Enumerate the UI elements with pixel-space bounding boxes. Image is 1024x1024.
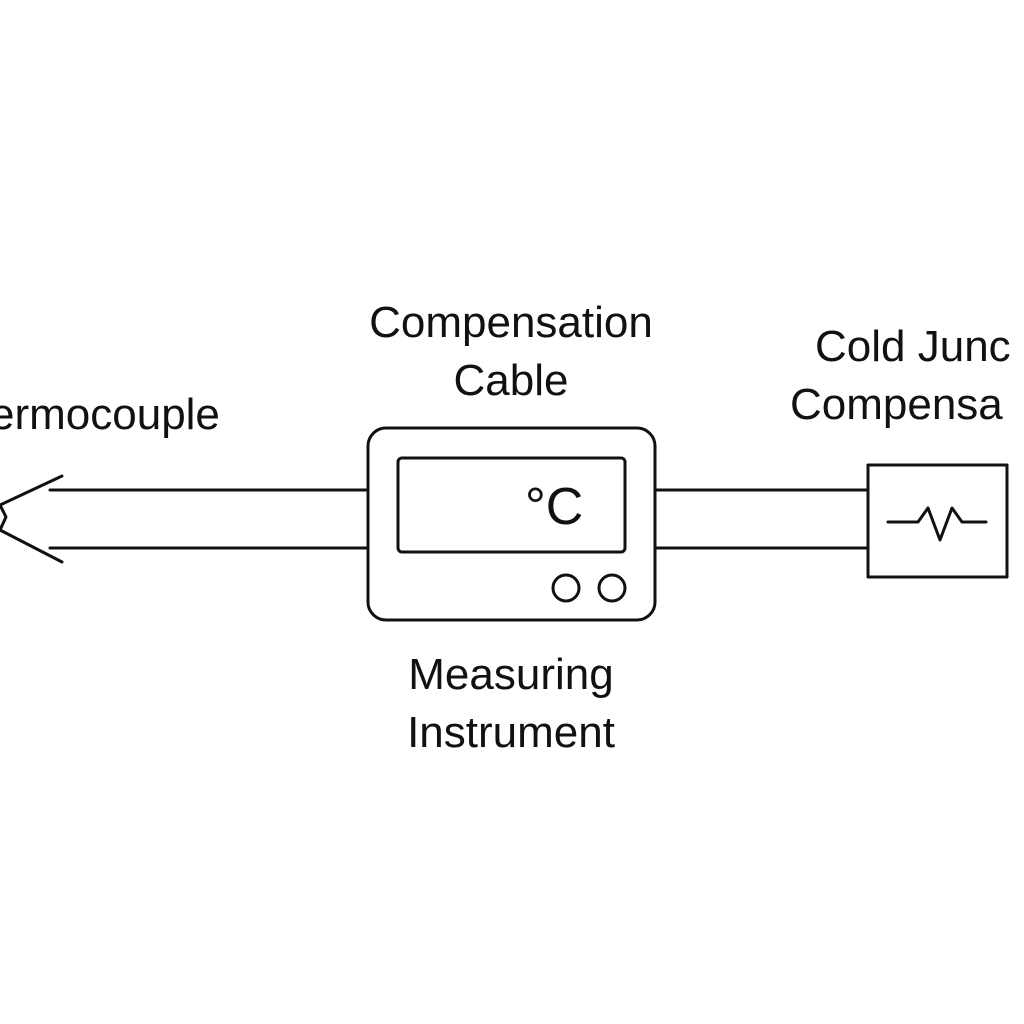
resistor-zigzag-icon (886, 506, 988, 542)
thermocouple-junction (0, 503, 8, 532)
instrument-button-2 (597, 573, 627, 603)
compensation-cable-label-line2: Cable (453, 356, 569, 405)
instrument-display (396, 456, 627, 554)
cold-junction-label-line2: Compensa (790, 380, 1003, 429)
display-unit: °C (525, 478, 584, 536)
thermocouple-label: ermocouple (0, 390, 220, 439)
measuring-instrument-label-line2: Instrument (407, 708, 615, 757)
compensation-cable-label-line1: Compensation (369, 298, 653, 347)
thermocouple-tip-lower (0, 528, 64, 564)
cold-junction-label-line1: Cold Junc (815, 322, 1011, 371)
measuring-instrument-body (366, 426, 657, 622)
cold-junction-box (866, 463, 1009, 579)
measuring-instrument-label-line1: Measuring (408, 650, 614, 699)
instrument-button-1 (551, 573, 581, 603)
thermocouple-tip-icon (0, 474, 64, 507)
